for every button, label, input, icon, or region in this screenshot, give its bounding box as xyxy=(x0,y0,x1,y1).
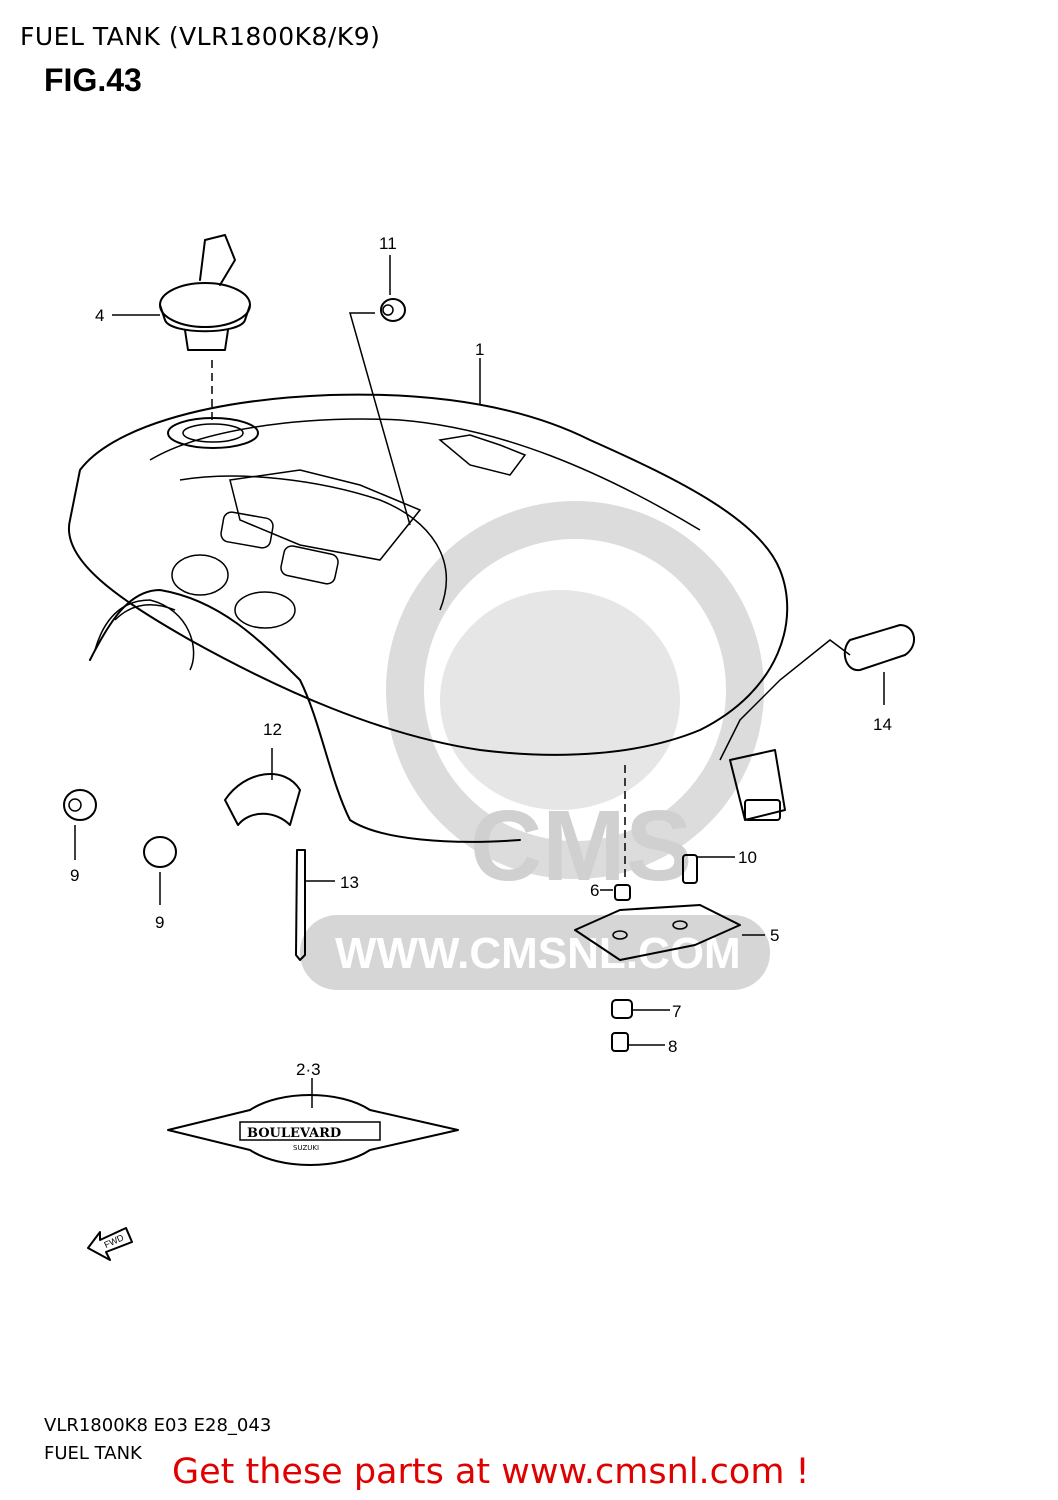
callout-8: 8 xyxy=(668,1037,677,1056)
diagram-name: FUEL TANK xyxy=(44,1443,142,1464)
fuel-cap-illustration xyxy=(159,234,251,420)
watermark-url: WWW.CMSNL.COM xyxy=(335,929,741,978)
diagram-code: VLR1800K8 E03 E28_043 xyxy=(44,1415,272,1436)
cms-watermark: CMS WWW.CMSNL.COM xyxy=(300,501,770,990)
callout-10: 10 xyxy=(738,848,757,867)
callout-12: 12 xyxy=(263,720,282,739)
cushion-illustration xyxy=(224,773,301,826)
watermark-brand: CMS xyxy=(470,790,692,902)
promo-link[interactable]: Get these parts at www.cmsnl.com ! xyxy=(172,1452,810,1492)
bracket-illustration xyxy=(574,765,765,1052)
grommet-illustration xyxy=(349,255,411,526)
page-title: FUEL TANK (VLR1800K8/K9) xyxy=(20,22,381,51)
callout-5: 5 xyxy=(770,926,779,945)
forward-arrow-icon: FWD xyxy=(87,1227,133,1261)
fuel-tank-illustration xyxy=(67,393,789,843)
callout-14: 14 xyxy=(873,715,892,734)
cable-tie-illustration xyxy=(295,849,306,961)
figure-number: FIG.43 xyxy=(44,62,142,98)
callout-11: 11 xyxy=(379,234,397,253)
fwd-label: FWD xyxy=(102,1232,125,1250)
boulevard-emblem: BOULEVARD SUZUKI xyxy=(167,1078,459,1166)
fuel-sensor-illustration xyxy=(719,624,915,821)
emblem-subtext: SUZUKI xyxy=(293,1144,319,1152)
callout-13: 13 xyxy=(340,873,359,892)
rubber-cushion-illustration xyxy=(63,789,177,905)
emblem-text: BOULEVARD xyxy=(247,1126,341,1141)
callout-9-top: 9 xyxy=(70,866,79,885)
callout-6: 6 xyxy=(590,881,599,900)
callout-7: 7 xyxy=(672,1002,681,1021)
callout-9-bottom: 9 xyxy=(155,913,164,932)
callout-1: 1 xyxy=(475,340,484,359)
callout-4: 4 xyxy=(95,306,104,325)
callout-2-3: 2·3 xyxy=(296,1060,321,1079)
